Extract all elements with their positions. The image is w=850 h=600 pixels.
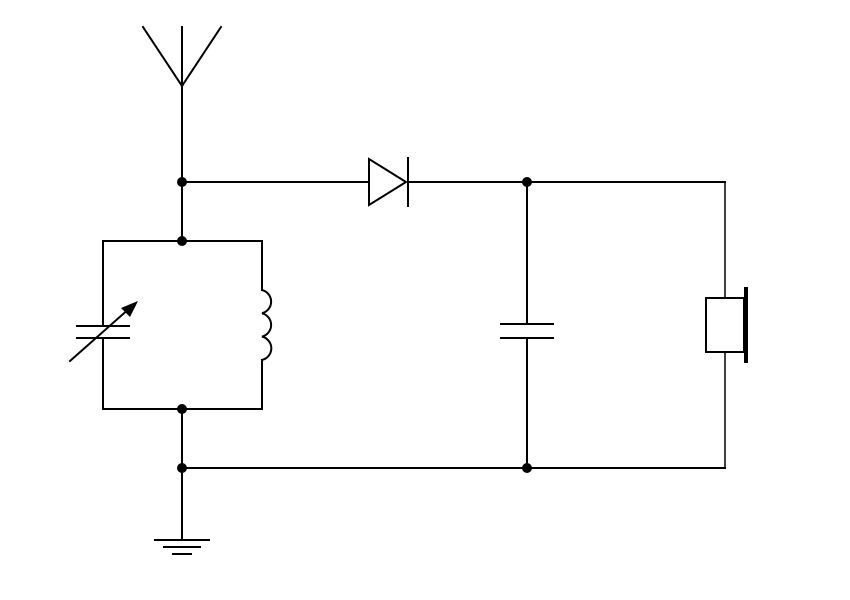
junction-dot: [522, 177, 532, 187]
circuit-wires: [181, 181, 726, 541]
diode-symbol: [368, 157, 409, 207]
junction-dot: [177, 404, 187, 414]
ground-symbol: [154, 539, 210, 555]
junction-dot: [522, 463, 532, 473]
junction-dot: [177, 177, 187, 187]
junction-dot: [177, 463, 187, 473]
capacitor-symbol: [500, 323, 554, 339]
variable-capacitor-symbol: [68, 301, 138, 363]
antenna-symbol: [141, 25, 223, 183]
inductor-symbol: [260, 288, 273, 362]
junction-dot: [177, 236, 187, 246]
speaker-symbol: [705, 287, 748, 363]
junction-nodes: [177, 177, 532, 473]
